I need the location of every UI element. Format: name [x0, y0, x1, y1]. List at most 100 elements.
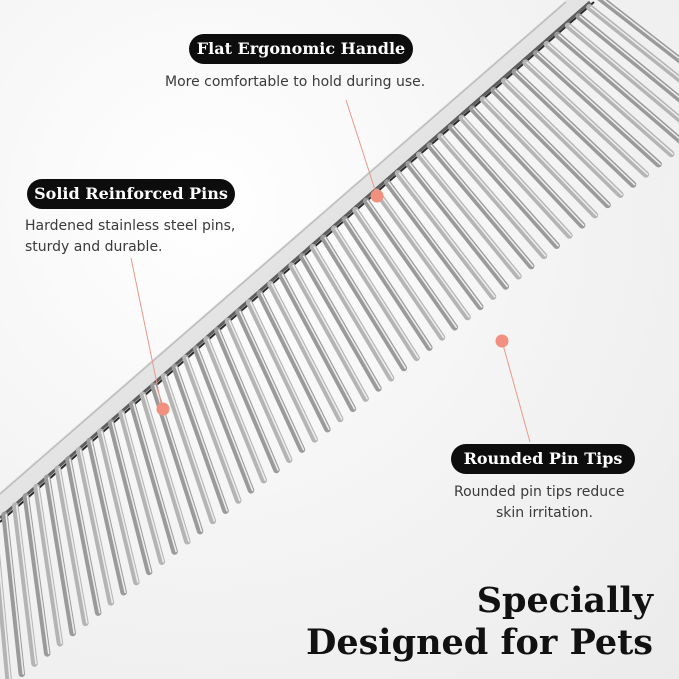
comb-pin	[171, 363, 229, 514]
comb-pin-highlight	[196, 347, 254, 492]
comb-pin-highlight	[515, 71, 636, 186]
comb-pin	[97, 428, 140, 586]
comb-pin	[128, 400, 178, 555]
comb-pin-highlight	[345, 218, 432, 349]
comb-pin	[469, 105, 586, 229]
comb-pin	[107, 419, 153, 576]
comb-pin-highlight	[494, 89, 610, 206]
leader-line-pins	[130, 257, 163, 409]
comb-pin-highlight	[579, 15, 679, 99]
comb-pin	[405, 160, 509, 290]
comb-pin-highlight	[186, 357, 241, 502]
comb-pin-highlight	[249, 301, 317, 441]
callout-tips-desc-2: skin irritation.	[496, 505, 593, 521]
comb-pin-highlight	[526, 61, 649, 176]
comb-pin	[597, 0, 679, 64]
comb-pin	[288, 262, 369, 402]
comb-pin-highlight	[260, 292, 330, 430]
comb-pin	[12, 502, 38, 667]
comb-pin	[75, 446, 115, 606]
comb-pin-highlight	[271, 283, 343, 420]
comb-pin-highlight	[217, 329, 279, 471]
comb-pin-highlight	[558, 34, 679, 140]
comb-pin	[160, 373, 217, 525]
leader-line-tips	[501, 340, 531, 443]
comb-pin-highlight	[143, 394, 190, 543]
marker-dot-pins	[156, 402, 170, 416]
comb-pin-highlight	[5, 513, 25, 675]
comb-pin	[182, 354, 242, 504]
comb-pin	[277, 271, 357, 413]
comb-pin	[43, 474, 76, 637]
comb-pin-highlight	[37, 486, 63, 645]
comb-pin	[490, 87, 611, 209]
comb-pin	[118, 410, 166, 565]
comb-pin	[362, 197, 459, 331]
comb-pin-highlight	[79, 449, 114, 604]
comb-pin	[320, 234, 408, 372]
comb-pin	[394, 170, 497, 300]
comb-pin	[235, 308, 306, 453]
leader-line-handle	[345, 99, 378, 197]
comb-pin-highlight	[122, 412, 165, 563]
comb-pin-highlight	[473, 107, 585, 227]
callout-pins-desc-2: sturdy and durable.	[25, 239, 163, 255]
comb-pin	[458, 114, 573, 239]
comb-pin-highlight	[419, 154, 521, 278]
comb-pin	[543, 40, 675, 158]
marker-dot-handle	[370, 189, 384, 203]
comb-pin-highlight	[239, 310, 305, 451]
comb-pin	[575, 13, 679, 103]
comb-pin-highlight	[430, 144, 534, 267]
comb-pin-highlight	[132, 403, 177, 553]
comb-pin-highlight	[398, 172, 496, 298]
comb-pin	[139, 391, 191, 545]
comb-pin	[352, 206, 446, 341]
comb-pin-highlight	[281, 274, 356, 410]
comb-pin-highlight	[47, 477, 75, 634]
comb-pin-highlight	[58, 467, 88, 624]
tagline-line-1: Specially	[476, 580, 653, 621]
comb-pin-highlight	[292, 264, 368, 400]
comb-pin-highlight	[228, 320, 292, 461]
comb-pin-highlight	[441, 135, 547, 257]
comb-pin	[224, 317, 293, 464]
comb-pin	[447, 123, 560, 249]
comb-pin	[426, 142, 535, 270]
comb-pin	[1, 511, 25, 678]
comb-pin	[309, 243, 395, 382]
comb-pin-highlight	[101, 430, 139, 583]
callout-pins-desc-1: Hardened stainless steel pins,	[25, 218, 236, 234]
tagline-line-2: Designed for Pets	[305, 622, 653, 663]
comb-pin-highlight	[568, 24, 679, 119]
comb-pin-highlight	[590, 6, 679, 79]
comb-pin-highlight	[536, 52, 661, 165]
comb-pin	[33, 483, 64, 647]
comb-pin	[245, 299, 318, 443]
comb-pin	[299, 253, 382, 392]
comb-pin-highlight	[483, 98, 598, 216]
callout-tips-title: Rounded Pin Tips	[451, 444, 635, 474]
comb-pin-highlight	[409, 163, 509, 288]
comb-pin	[86, 437, 127, 596]
comb-pin	[501, 77, 624, 198]
comb-pin	[373, 188, 471, 321]
comb-pin	[341, 216, 433, 351]
comb-pin	[437, 133, 548, 260]
comb-pin	[192, 345, 255, 494]
comb-pin-highlight	[90, 440, 126, 594]
comb-pin-highlight	[111, 421, 152, 573]
comb-pin-highlight	[334, 227, 419, 359]
marker-dot-tips	[495, 334, 509, 348]
comb-pin-highlight	[26, 495, 50, 655]
comb-pin-highlight	[366, 200, 458, 329]
comb-pin	[522, 59, 650, 178]
comb-pin-highlight	[175, 366, 228, 512]
comb-pin	[0, 553, 12, 679]
comb-pin-highlight	[303, 255, 381, 390]
comb-pin	[564, 22, 679, 123]
